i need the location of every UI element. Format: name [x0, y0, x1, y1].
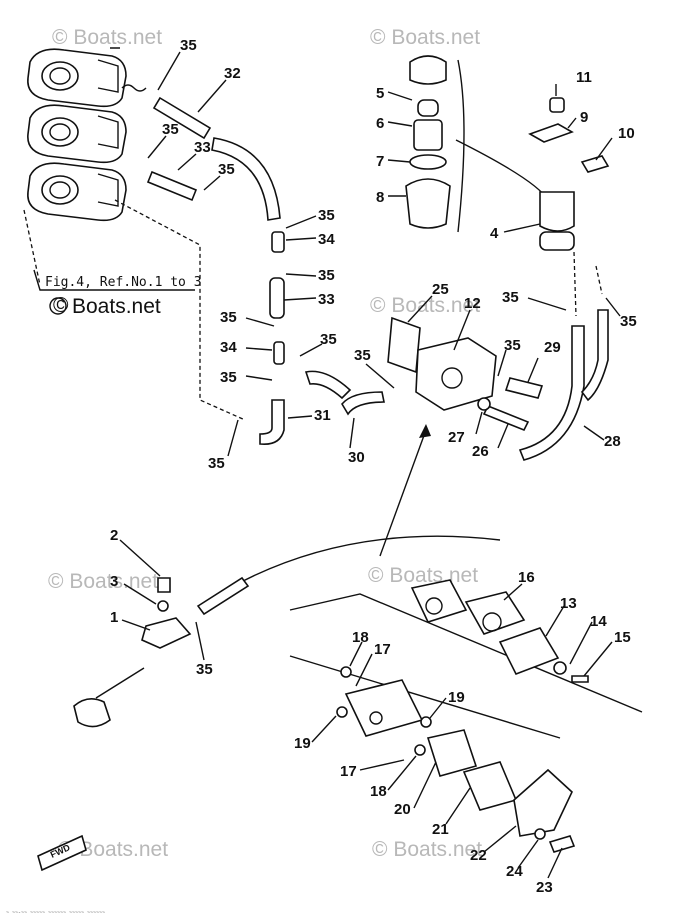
callout-2: 2: [110, 527, 118, 544]
callout-24: 24: [506, 863, 523, 880]
callout-10: 10: [618, 125, 635, 142]
callout-4: 4: [490, 225, 499, 242]
callout-34: 34: [220, 339, 237, 356]
caption-copyright-symbol: ©: [53, 294, 69, 317]
callout-7: 7: [376, 153, 384, 170]
caption-text: Boats.net: [72, 295, 161, 318]
callout-35: 35: [354, 347, 371, 364]
forward-indicator: FWD: [37, 834, 87, 872]
callout-33: 33: [194, 139, 211, 156]
callout-35: 35: [318, 207, 335, 224]
fuel-filter-cluster: [405, 55, 610, 317]
pump-exploded-parts: [289, 579, 643, 853]
callout-32: 32: [224, 65, 241, 82]
watermark: © Boats.net: [370, 294, 480, 317]
callout-12: 12: [464, 295, 481, 312]
fuel-line-long: [196, 424, 501, 616]
callout-19: 19: [294, 735, 311, 752]
footer-text: ~ ~~-~~ ~~~~~ ~~~~~~ ~~~~~ ~~~~~~: [6, 910, 105, 916]
callout-35: 35: [218, 161, 235, 178]
fuel-joint: [73, 577, 192, 728]
callout-3: 3: [110, 573, 118, 590]
callout-34: 34: [318, 231, 335, 248]
watermark: © Boats.net: [370, 26, 480, 49]
watermark: © Boats.net: [372, 838, 482, 861]
callout-35: 35: [502, 289, 519, 306]
callout-35: 35: [196, 661, 213, 678]
callout-16: 16: [518, 569, 535, 586]
leader-lines: [119, 51, 621, 879]
callout-6: 6: [376, 115, 384, 132]
hose-assembly-left: [110, 47, 385, 446]
watermark: © Boats.net: [368, 564, 478, 587]
figure-ref-label: Fig.4, Ref.No.1 to 3: [45, 275, 202, 290]
callout-14: 14: [590, 613, 607, 630]
callout-17: 17: [374, 641, 391, 658]
callout-25: 25: [432, 281, 449, 298]
callout-19: 19: [448, 689, 465, 706]
callout-35: 35: [620, 313, 637, 330]
callout-22: 22: [470, 847, 487, 864]
callout-27: 27: [448, 429, 465, 446]
callout-31: 31: [314, 407, 331, 424]
carburetor-stack: [23, 48, 246, 421]
callout-9: 9: [580, 109, 588, 126]
fuel-pump-assembly: [387, 309, 609, 461]
callout-35: 35: [220, 369, 237, 386]
callout-35: 35: [220, 309, 237, 326]
callout-18: 18: [370, 783, 387, 800]
callout-20: 20: [394, 801, 411, 818]
watermark: © Boats.net: [52, 26, 162, 49]
callout-35: 35: [318, 267, 335, 284]
callout-8: 8: [376, 189, 384, 206]
callout-13: 13: [560, 595, 577, 612]
callout-26: 26: [472, 443, 489, 460]
callout-33: 33: [318, 291, 335, 308]
callout-labels: 35 32 35 33 35 35 34 35 33 35 34 35 35 3…: [110, 37, 637, 896]
callout-35: 35: [208, 455, 225, 472]
callout-11: 11: [576, 69, 592, 86]
watermarks: © Boats.net © Boats.net © Boats.net © Bo…: [48, 26, 482, 861]
callout-18: 18: [352, 629, 369, 646]
callout-5: 5: [376, 85, 384, 102]
callout-28: 28: [604, 433, 621, 450]
callout-35: 35: [162, 121, 179, 138]
callout-15: 15: [614, 629, 631, 646]
callout-30: 30: [348, 449, 365, 466]
callout-29: 29: [544, 339, 561, 356]
callout-35: 35: [320, 331, 337, 348]
callout-35: 35: [504, 337, 521, 354]
callout-23: 23: [536, 879, 553, 896]
callout-1: 1: [110, 609, 118, 626]
watermark: © Boats.net: [48, 570, 158, 593]
callout-21: 21: [432, 821, 449, 838]
callout-17: 17: [340, 763, 357, 780]
figure-reference: Fig.4, Ref.No.1 to 3 © Boats.net: [33, 269, 202, 318]
callout-35: 35: [180, 37, 197, 54]
